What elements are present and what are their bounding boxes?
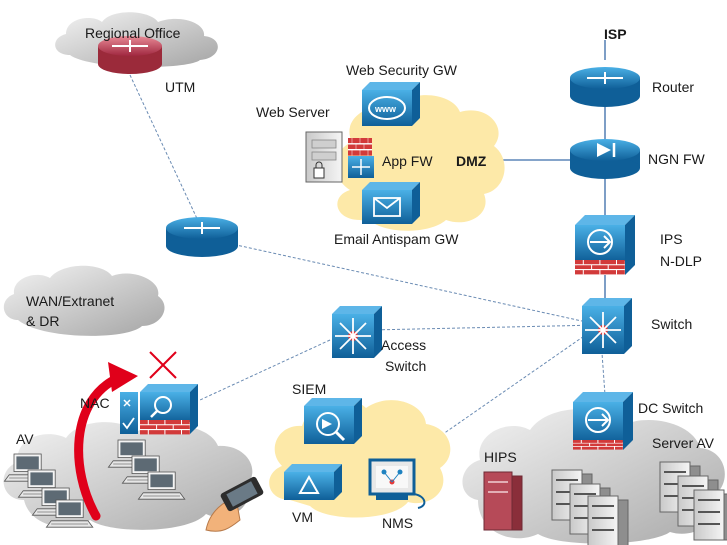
web-server-icon [305,131,343,183]
access-switch-label-line2: Switch [385,358,426,374]
app-fw-label: App FW [382,153,433,169]
app-firewall-icon [347,137,374,178]
web-security-gw-label: Web Security GW [346,62,458,78]
dc-switch-label: DC Switch [638,400,703,416]
datacenter-cloud [462,409,725,544]
svg-text:www: www [374,104,397,114]
router-label: Router [652,79,694,95]
blocked-access-arrow-icon [74,351,177,521]
email-antispam-gw-icon [362,182,420,224]
web-server-label: Web Server [256,104,330,120]
utm-label: UTM [165,79,195,95]
vm-icon [284,464,342,500]
wan-label-line1: WAN/Extranet [26,293,114,309]
nms-label: NMS [382,515,413,531]
main-switch-icon [582,298,632,354]
siem-label: SIEM [292,381,326,397]
dc-switch-icon [572,392,633,451]
web-security-gw-icon: www [362,82,420,126]
utm-router-icon [98,36,162,74]
isp-label: ISP [604,26,627,42]
dmz-label: DMZ [456,153,487,169]
ngn-firewall-icon [570,139,640,179]
datacenter-servers-icon [483,461,727,545]
mobile-device-icon [205,476,264,532]
av-label: AV [16,431,34,447]
access-switch-label-line1: Access [381,337,426,353]
wan-label-line2: & DR [26,313,59,329]
regional-office-label: Regional Office [85,25,181,41]
nac-appliance-icon [120,384,198,435]
isp-router-icon [570,67,640,107]
ndlp-label: N-DLP [660,253,702,269]
ips-label: IPS [660,231,683,247]
nms-icon [368,458,426,509]
switch-label: Switch [651,316,692,332]
ips-ndlp-icon [574,215,635,275]
email-gw-label: Email Antispam GW [334,231,459,247]
nac-label: NAC [80,395,110,411]
hips-label: HIPS [484,449,517,465]
wan-cloud [3,265,165,336]
access-switch-icon [332,306,382,358]
vm-label: VM [292,509,313,525]
core-router-icon [166,217,238,257]
ngn-fw-label: NGN FW [648,151,706,167]
siem-icon [304,398,362,444]
server-av-label: Server AV [652,435,715,451]
